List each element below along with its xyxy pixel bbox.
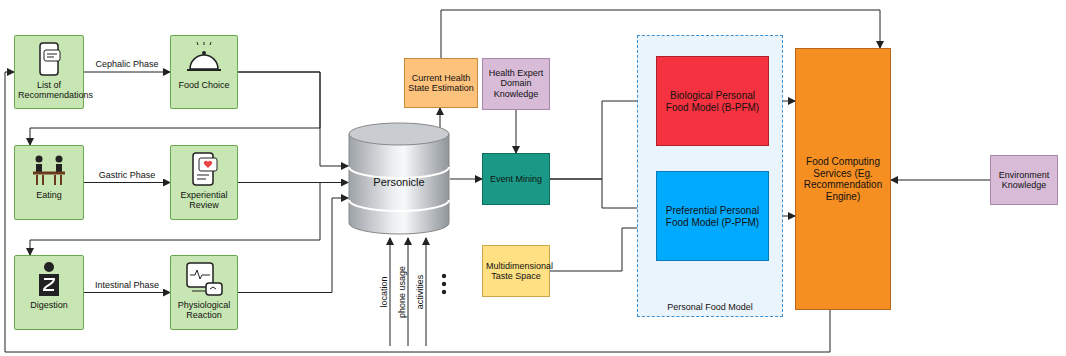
icon-phone [29,41,69,77]
input-arrow [426,238,427,346]
icon-watch [184,261,224,297]
process-box: Food Computing Services (Eg. Recommendat… [795,48,891,310]
node-text: Digestion [18,300,80,310]
arrow-connector [440,108,441,128]
input-label: location [379,274,389,309]
process-box: Event Mining [482,153,550,205]
arrow-connector [891,180,990,181]
node-text: Food Computing Services (Eg. Recommendat… [799,156,887,202]
arrow-connector [238,72,348,166]
input-arrows [390,238,426,346]
arrow-connector [84,182,170,183]
icon-table [29,151,69,187]
database-cylinder: Personicle [348,122,450,235]
arrow-connector [238,182,348,183]
input-label: activities [415,273,425,312]
node-text: Experiential Review [174,190,234,211]
node-text: Eating [18,190,80,200]
process-box: Environment Knowledge [990,155,1058,205]
process-box: Physiological Reaction [170,255,238,330]
process-box: Biological Personal Food Model (B-PFM) [656,56,769,146]
node-text: Environment Knowledge [994,170,1054,191]
input-arrow [408,238,409,346]
process-box: Experiential Review [170,145,238,220]
node-text: Personal Food Model [641,302,779,312]
process-box: Eating [14,145,84,220]
node-text: Event Mining [486,174,546,184]
node-text: Health Expert Domain Knowledge [486,68,546,99]
process-box: List of Recommendations [14,35,84,109]
node-text: Preferential Personal Food Model (P-PFM) [660,205,765,228]
group-container: Personal Food Model Biological Personal F… [637,35,783,317]
process-box: Food Choice [170,35,238,109]
node-text: Food Choice [174,80,234,90]
arrow-connector [84,72,170,73]
edge-label: Intestinal Phase [93,280,161,290]
node-text: Current Health State Estimation [408,73,474,94]
ellipsis-dots [442,274,446,294]
icon-cloche [184,41,224,77]
process-box: Preferential Personal Food Model (P-PFM) [656,171,769,261]
input-arrow [390,238,391,346]
node-text: Physiological Reaction [174,300,234,321]
icon-body [29,261,69,297]
input-label: phone usage [397,264,407,320]
arrow-connector [516,110,517,153]
process-box: Multidimensional Taste Space [482,245,550,297]
node-text: Biological Personal Food Model (B-PFM) [660,90,765,113]
arrow-connector [450,179,482,180]
process-box: Current Health State Estimation [404,58,478,108]
process-box: Health Expert Domain Knowledge [482,58,550,110]
node-text: Multidimensional Taste Space [486,261,546,282]
edge-label: Cephalic Phase [93,59,160,69]
icon-review [184,151,224,187]
node-text: List of Recommendations [18,80,80,101]
process-box: Digestion [14,255,84,330]
node-text: Personicle [351,176,447,189]
edge-label: Gastric Phase [97,170,158,180]
arrow-connector [84,292,170,293]
arrow-connector [238,198,348,293]
